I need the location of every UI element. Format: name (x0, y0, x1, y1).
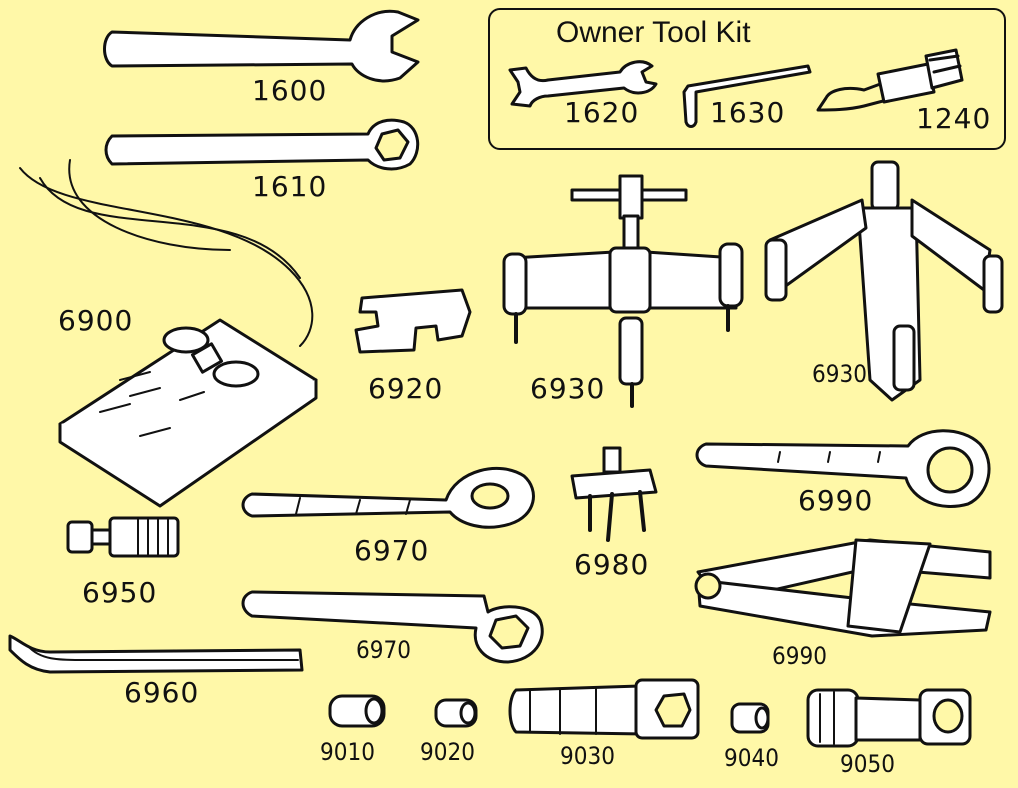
label-1620: 1620 (564, 96, 640, 129)
adapter-6950-icon (68, 518, 178, 556)
pliers-6990-b-icon (696, 540, 990, 636)
hex-key-1630-icon (684, 66, 810, 127)
label-9010: 9010 (320, 738, 375, 766)
label-9030: 9030 (560, 742, 615, 770)
socket-9030-icon (510, 680, 698, 738)
socket-9020-icon (436, 700, 476, 726)
label-6920: 6920 (368, 372, 444, 405)
socket-9040-icon (732, 704, 768, 732)
label-6930-a: 6930 (530, 372, 606, 405)
puller-6980-icon (572, 448, 656, 540)
spark-plug-tool-1240-icon (818, 50, 962, 110)
pry-bar-6960-icon (10, 636, 302, 672)
label-1630: 1630 (710, 96, 786, 129)
socket-9010-icon (330, 696, 384, 726)
spanner-6990-a-icon (697, 431, 989, 507)
label-6970-b: 6970 (356, 636, 411, 664)
label-1610: 1610 (252, 170, 328, 203)
spanner-6970-a-icon (243, 468, 533, 527)
socket-9050-icon (808, 690, 970, 746)
label-6990-a: 6990 (798, 484, 874, 517)
label-6960: 6960 (124, 676, 200, 709)
label-1240: 1240 (916, 102, 992, 135)
open-wrench-1600-icon (105, 11, 419, 81)
label-6900: 6900 (58, 304, 134, 337)
label-6950: 6950 (82, 576, 158, 609)
small-wrench-1620-icon (510, 62, 656, 106)
pedal-switch-6900-icon (20, 160, 316, 506)
puller-6930-a-icon (504, 176, 742, 406)
label-9020: 9020 (420, 738, 475, 766)
label-6990-b: 6990 (772, 642, 827, 670)
puller-6930-b-icon (766, 162, 1002, 400)
ring-wrench-1610-icon (106, 120, 418, 169)
label-9050: 9050 (840, 750, 895, 778)
spanner-6970-b-icon (243, 592, 542, 662)
label-6930-b: 6930 (812, 360, 867, 388)
label-6980: 6980 (574, 548, 650, 581)
label-1600: 1600 (252, 74, 328, 107)
owner-tool-kit-box (488, 8, 1006, 150)
bracket-6920-icon (356, 290, 470, 352)
label-6970-a: 6970 (354, 534, 430, 567)
label-9040: 9040 (724, 744, 779, 772)
owner-tool-kit-title: Owner Tool Kit (556, 16, 751, 49)
